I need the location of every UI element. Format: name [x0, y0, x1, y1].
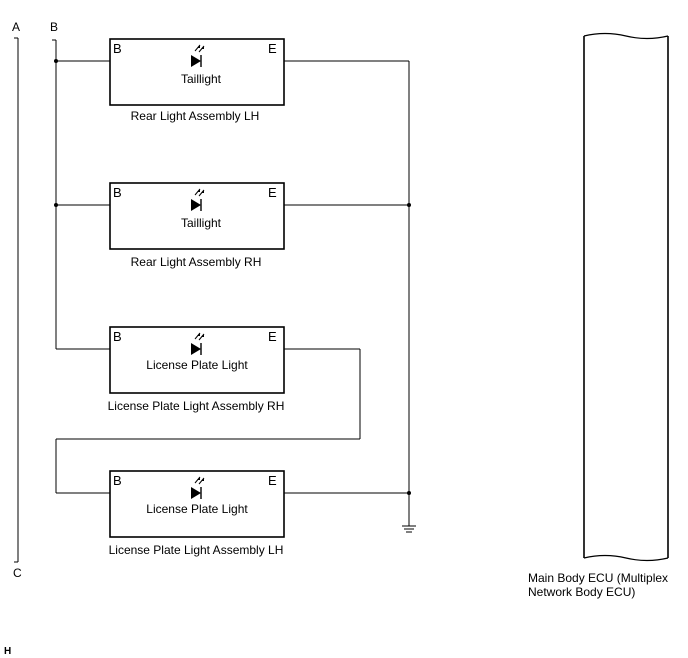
license-plate-light-assembly-rh: B E License Plate Light License Plate Li…	[108, 326, 285, 413]
pin-e-label: E	[268, 41, 277, 56]
bracket-a-c	[14, 37, 19, 563]
ground-symbol	[402, 525, 416, 533]
ground-wiring	[284, 60, 411, 526]
led-icon	[191, 332, 205, 355]
assembly-name: License Plate Light Assembly LH	[109, 543, 284, 557]
led-icon	[191, 476, 205, 499]
component-label: Taillight	[181, 72, 222, 86]
ecu-label-line1: Main Body ECU (Multiplex	[528, 571, 668, 585]
b-bus-wiring	[52, 39, 110, 350]
label-b: B	[50, 20, 58, 34]
pin-b-label: B	[113, 473, 122, 488]
license-plate-light-assembly-lh: B E License Plate Light License Plate Li…	[109, 470, 285, 557]
label-h: H	[4, 646, 11, 657]
rear-light-assembly-lh: B E Taillight Rear Light Assembly LH	[109, 38, 285, 123]
pin-e-label: E	[268, 473, 277, 488]
led-icon	[191, 44, 205, 67]
assembly-name: Rear Light Assembly LH	[131, 109, 260, 123]
ecu-label-line2: Network Body ECU)	[528, 585, 635, 599]
rear-light-assembly-rh: B E Taillight Rear Light Assembly RH	[109, 182, 285, 269]
component-label: License Plate Light	[146, 502, 248, 516]
pin-b-label: B	[113, 185, 122, 200]
label-a: A	[12, 20, 20, 34]
license-plate-link-wiring	[55, 348, 361, 494]
pin-b-label: B	[113, 329, 122, 344]
assembly-name: License Plate Light Assembly RH	[108, 399, 285, 413]
pin-e-label: E	[268, 329, 277, 344]
pin-e-label: E	[268, 185, 277, 200]
led-icon	[191, 188, 205, 211]
component-label: License Plate Light	[146, 358, 248, 372]
main-body-ecu	[583, 32, 669, 562]
component-label: Taillight	[181, 216, 222, 230]
label-c: C	[13, 566, 22, 580]
assembly-name: Rear Light Assembly RH	[131, 255, 262, 269]
pin-b-label: B	[113, 41, 122, 56]
